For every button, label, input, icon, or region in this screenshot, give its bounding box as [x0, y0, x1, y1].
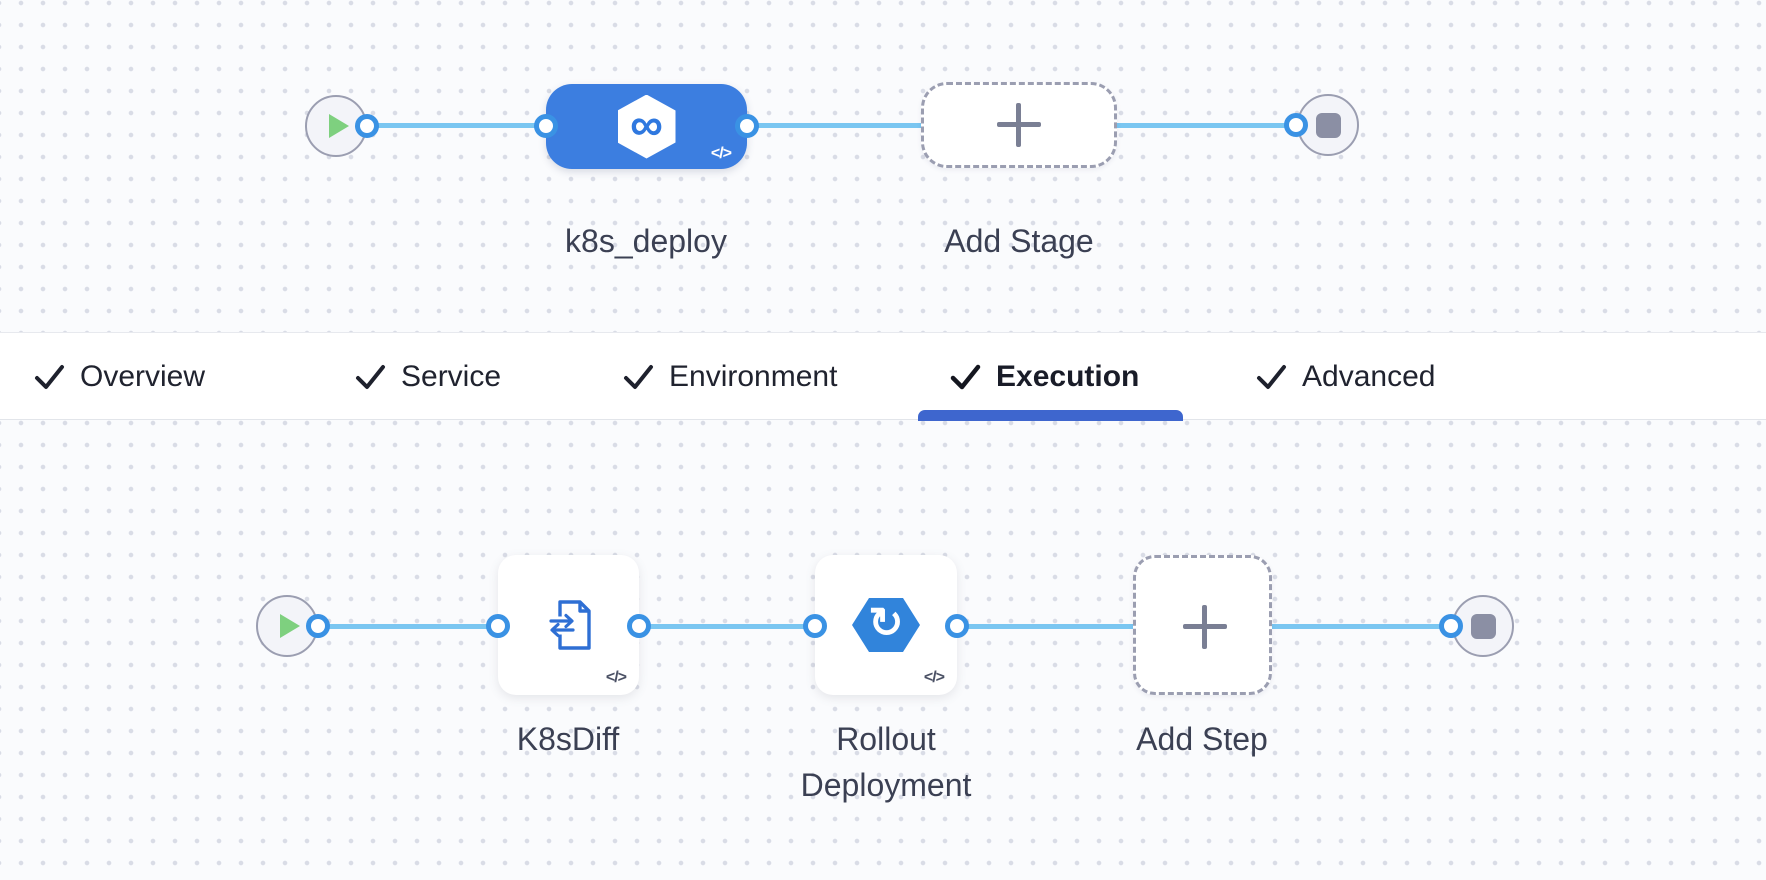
check-icon [35, 365, 64, 389]
step-node-rollout-deployment[interactable]: ↻ </> [815, 555, 957, 695]
check-icon [356, 365, 385, 389]
tab-label: Service [401, 360, 502, 393]
tab-label: Environment [669, 360, 838, 393]
tab-label: Advanced [1302, 360, 1436, 393]
play-icon [279, 614, 300, 638]
tab-advanced[interactable]: Advanced [1256, 333, 1435, 421]
execution-start-out-port[interactable] [306, 614, 330, 638]
tab-label: Execution [996, 360, 1140, 393]
rollout-in-port[interactable] [803, 614, 827, 638]
check-icon [624, 365, 653, 389]
stop-icon [1315, 112, 1341, 138]
stop-icon [1470, 613, 1496, 639]
stage-label: k8s_deploy [565, 223, 727, 259]
rollout-arrow-icon: ↻ [868, 599, 904, 646]
add-step-label: Add Step [1136, 721, 1268, 757]
stage-config-tabbar: Overview Service Environment Execution A [0, 332, 1766, 421]
code-view-icon[interactable]: </> [710, 145, 732, 162]
infinity-icon: ∞ [630, 97, 663, 150]
stage-node-k8s-deploy[interactable]: ∞ </> [546, 84, 747, 169]
tab-service[interactable]: Service [355, 333, 501, 421]
k8sdiff-out-port[interactable] [627, 614, 651, 638]
stage-connector-line [367, 123, 1296, 128]
plus-icon [1182, 604, 1227, 649]
stage-in-port[interactable] [534, 114, 558, 138]
tab-overview[interactable]: Overview [34, 333, 205, 421]
code-view-icon[interactable]: </> [605, 669, 627, 686]
step-node-k8sdiff[interactable]: </> [498, 555, 639, 695]
stage-out-port[interactable] [735, 114, 759, 138]
rollout-out-port[interactable] [945, 614, 969, 638]
check-icon [1257, 365, 1286, 389]
active-tab-underline [918, 410, 1183, 421]
k8s-diff-icon [548, 600, 591, 650]
execution-end-in-port[interactable] [1439, 614, 1463, 638]
code-view-icon[interactable]: </> [923, 669, 945, 686]
tab-execution[interactable]: Execution [950, 333, 1139, 421]
play-icon [328, 114, 349, 138]
add-step-button[interactable] [1133, 555, 1272, 695]
check-icon [950, 364, 981, 390]
start-node-out-port[interactable] [355, 114, 379, 138]
tab-label: Overview [80, 360, 206, 393]
rollout-deployment-icon: ↻ [852, 598, 920, 652]
tab-environment[interactable]: Environment [623, 333, 837, 421]
plus-icon [996, 102, 1042, 148]
harness-hexagon-icon: ∞ [617, 94, 676, 159]
end-node-in-port[interactable] [1284, 113, 1308, 137]
step-label-k8sdiff: K8sDiff [516, 721, 620, 757]
add-stage-label: Add Stage [944, 223, 1094, 259]
add-stage-button[interactable] [921, 82, 1117, 168]
k8sdiff-in-port[interactable] [486, 614, 510, 638]
execution-canvas[interactable]: </> ↻ </> K8sDiff Rollout Deployment Add… [0, 420, 1766, 880]
step-label-rollout-deployment: Rollout Deployment [800, 721, 972, 803]
stage-canvas[interactable]: ∞ </> k8s_deploy Add Stage [0, 0, 1766, 332]
